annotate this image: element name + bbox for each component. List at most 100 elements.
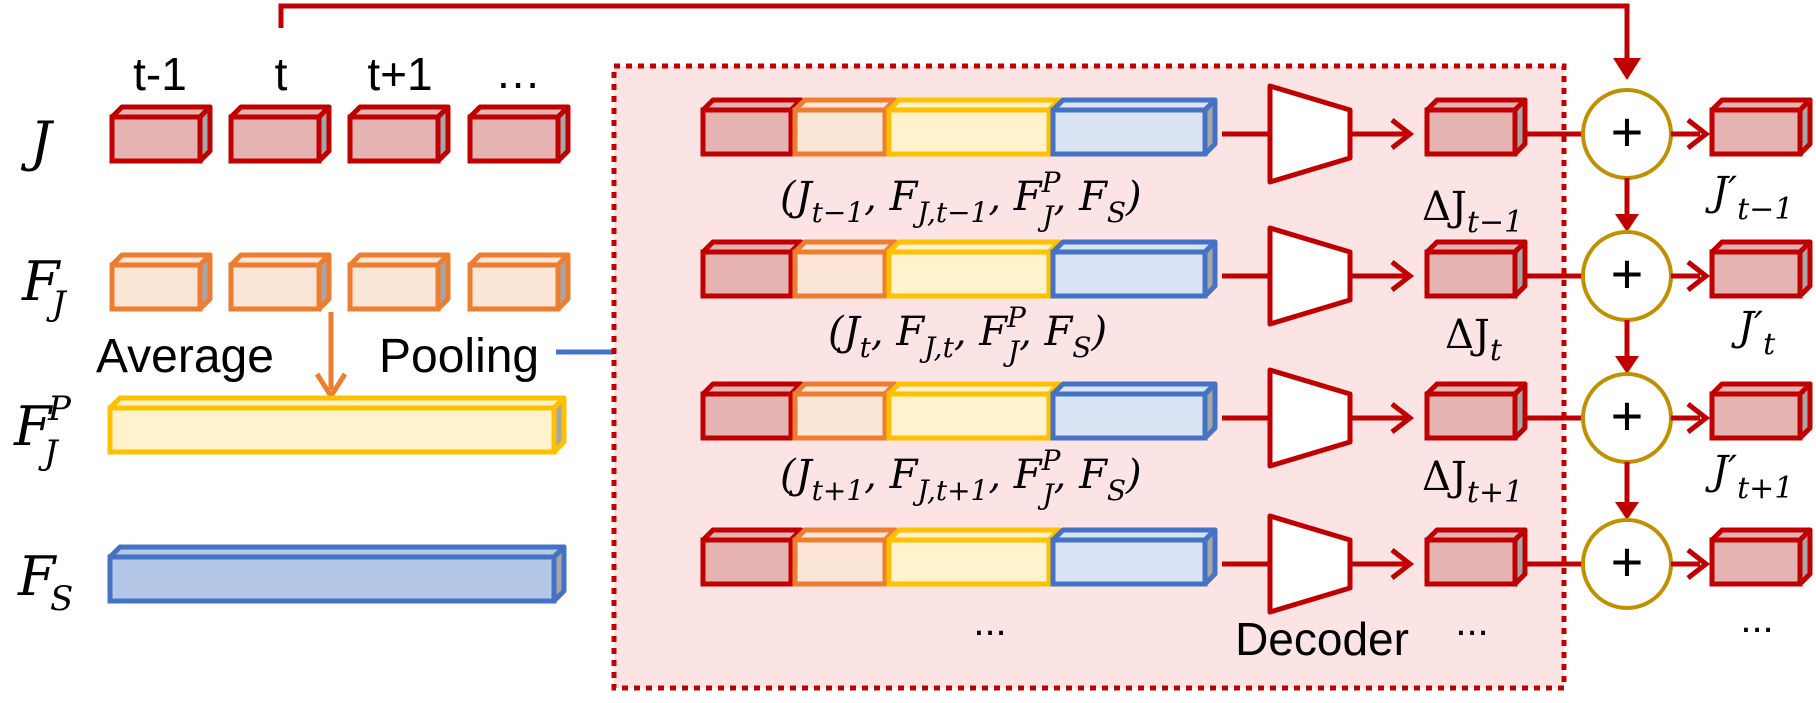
fj-block-2 <box>347 252 451 312</box>
output-block <box>1709 381 1813 441</box>
concat-row-0: + <box>700 83 1813 232</box>
fj-block-0 <box>109 252 213 312</box>
concat-segment-0 <box>700 381 804 441</box>
decoder-trapezoid <box>1267 367 1353 469</box>
time-label-t-minus-1: t-1 <box>133 48 187 100</box>
concat-segment-1 <box>792 97 898 157</box>
decoder-label: Decoder <box>1235 613 1409 665</box>
concat-row-1: + <box>700 225 1813 374</box>
fj-block-3 <box>467 252 571 312</box>
svg-text:ΔJt−1: ΔJt−1 <box>1422 184 1523 240</box>
fjp-bar-body <box>107 395 567 455</box>
output-block <box>1709 239 1813 299</box>
svg-text:F: F <box>17 545 58 608</box>
concat-segment-1 <box>792 239 898 299</box>
concat-row-2: + <box>700 367 1813 520</box>
adder-output-arrowhead <box>1686 260 1711 292</box>
delta-block <box>1424 527 1528 587</box>
output-block <box>1709 97 1813 157</box>
decoder-output-arrowhead <box>1390 402 1415 434</box>
concat-segment-2 <box>886 97 1062 157</box>
svg-text:(Jt, FJ,t, FPJ, FS): (Jt, FJ,t, FPJ, FS) <box>828 301 1107 368</box>
delta-label-t-plus-1: ΔJt+1 <box>1422 454 1523 510</box>
svg-text:J: J <box>38 433 60 473</box>
output-label-t-plus-1: J′t+1 <box>1705 448 1793 506</box>
delta-ellipsis: ... <box>1455 600 1488 644</box>
svg-text:J′t: J′t <box>1731 304 1776 362</box>
concat-segment-0 <box>700 239 804 299</box>
output-label-t: J′t <box>1731 304 1776 362</box>
concat-ellipsis: ... <box>973 600 1006 644</box>
plus-icon: + <box>1611 100 1644 163</box>
fs-bar <box>107 544 567 604</box>
j-block-0 <box>109 104 213 164</box>
svg-text:F: F <box>21 250 62 313</box>
delta-block <box>1424 239 1528 299</box>
adder-output-arrowhead <box>1686 548 1711 580</box>
plus-icon: + <box>1611 530 1644 593</box>
decoder-output-arrowhead <box>1390 548 1415 580</box>
concat-segment-2 <box>886 381 1062 441</box>
j-block-3 <box>467 104 571 164</box>
output-block <box>1709 527 1813 587</box>
row-label-fj: F J <box>21 250 68 324</box>
concat-segment-3 <box>1050 527 1218 587</box>
concat-segment-1 <box>792 527 898 587</box>
decoder-output-arrowhead <box>1390 118 1415 150</box>
concat-segment-1 <box>792 381 898 441</box>
fs-bar-body <box>107 544 567 604</box>
adder-chain-arrowhead <box>1615 214 1639 232</box>
adder-output-arrowhead <box>1686 118 1711 150</box>
svg-text:(Jt−1, FJ,t−1, FPJ, FS): (Jt−1, FJ,t−1, FPJ, FS) <box>780 166 1142 233</box>
adder-chain-arrowhead <box>1615 356 1639 374</box>
delta-block <box>1424 97 1528 157</box>
time-label-t: t <box>275 48 288 100</box>
row-label-j: J <box>20 110 55 173</box>
svg-text:ΔJt: ΔJt <box>1445 312 1503 368</box>
svg-text:F: F <box>13 395 54 458</box>
svg-text:ΔJt+1: ΔJt+1 <box>1422 454 1523 510</box>
svg-text:J′t−1: J′t−1 <box>1705 169 1793 227</box>
concat-row-3: + <box>700 513 1813 615</box>
time-label-t-plus-1: t+1 <box>367 48 432 100</box>
delta-block <box>1424 381 1528 441</box>
delta-label-t: ΔJt <box>1445 312 1503 368</box>
plus-icon: + <box>1611 384 1644 447</box>
fj-block-1 <box>228 252 332 312</box>
svg-text:P: P <box>47 389 72 429</box>
pooling-label-pooling: Pooling <box>379 330 539 383</box>
j-block-1 <box>228 104 332 164</box>
j-block-2 <box>347 104 451 164</box>
decoder-panel <box>611 63 1567 691</box>
skip-connection-arrow <box>278 3 1630 72</box>
row-label-fjp: F P J <box>13 389 72 473</box>
skip-connection-arrowhead <box>1613 58 1641 80</box>
adder-output-arrowhead <box>1686 402 1711 434</box>
decoder-trapezoid <box>1267 513 1353 615</box>
adder-chain-arrowhead <box>1615 502 1639 520</box>
decoder-output-arrowhead <box>1390 260 1415 292</box>
decoder-trapezoid <box>1267 225 1353 327</box>
concat-segment-2 <box>886 239 1062 299</box>
concat-segment-2 <box>886 527 1062 587</box>
concat-segment-3 <box>1050 239 1218 299</box>
output-ellipsis: ... <box>1740 597 1773 641</box>
svg-text:(Jt+1, FJ,t+1, FPJ, FS): (Jt+1, FJ,t+1, FPJ, FS) <box>780 444 1142 511</box>
concat-segment-3 <box>1050 97 1218 157</box>
delta-label-t-minus-1: ΔJt−1 <box>1422 184 1523 240</box>
row-label-fs: F S <box>17 545 73 619</box>
output-label-t-minus-1: J′t−1 <box>1705 169 1793 227</box>
concat-segment-0 <box>700 527 804 587</box>
time-label-ellipsis: … <box>495 46 541 98</box>
svg-text:S: S <box>50 579 73 619</box>
pooling-label-average: Average <box>96 330 274 383</box>
plus-icon: + <box>1611 242 1644 305</box>
concat-segment-0 <box>700 97 804 157</box>
svg-text:J′t+1: J′t+1 <box>1705 448 1793 506</box>
fjp-bar <box>107 395 567 455</box>
j-sequence <box>109 104 571 164</box>
svg-text:J: J <box>46 284 68 324</box>
